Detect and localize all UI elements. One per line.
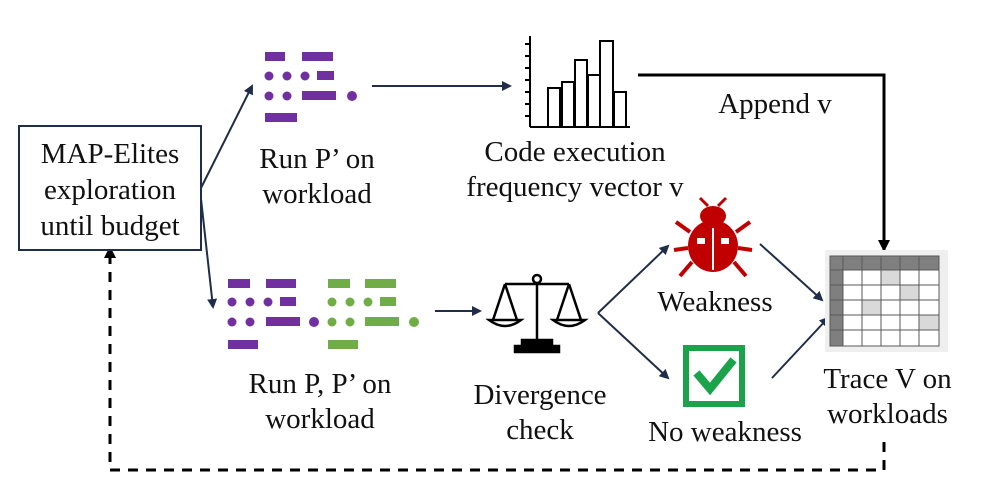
run-p-pprime-label-line1: Run P, P’ on: [248, 368, 392, 400]
code-freq-label-line1: Code execution: [484, 136, 666, 168]
run-p-pprime-label-line2: workload: [265, 403, 375, 435]
divergence-label-line2: check: [506, 414, 574, 446]
arrow-to-no-weakness: [597, 312, 670, 380]
no-weakness-label: No weakness: [648, 416, 802, 448]
bug-icon: [673, 196, 753, 278]
histogram-icon: [525, 36, 630, 128]
weakness-label: Weakness: [657, 286, 773, 318]
scale-icon: [485, 273, 589, 354]
arrow-weakness-to-trace: [759, 243, 824, 302]
arrow-to-weakness: [597, 244, 670, 314]
run-p-prime-label-line1: Run P’ on: [259, 143, 375, 175]
trace-label-line2: workloads: [827, 398, 948, 430]
code-icon-purple: [227, 279, 319, 349]
arrow-to-run-p-pprime: [199, 189, 218, 309]
map-elites-label-line2: exploration: [43, 174, 177, 206]
trace-label-line1: Trace V on: [823, 363, 952, 395]
checkmark-icon: [683, 345, 745, 407]
arrow-feedback-dashed: [104, 246, 886, 472]
arrow-no-weakness-to-trace: [771, 316, 830, 379]
arrows: [199, 81, 830, 380]
map-elites-box: [18, 125, 202, 251]
table-icon: [825, 250, 948, 352]
map-elites-label-line3: until budget: [40, 210, 180, 242]
divergence-label-line1: Divergence: [473, 379, 607, 411]
code-icon: [264, 52, 357, 122]
append-label: Append v: [718, 88, 832, 120]
arrow-to-run-p-prime: [199, 84, 253, 191]
code-freq-label-line2: frequency vector v: [466, 171, 684, 203]
code-icon-green: [327, 279, 419, 349]
run-p-prime-label-line2: workload: [262, 178, 372, 210]
map-elites-label-line1: MAP-Elites: [40, 138, 180, 170]
arrow-append: [638, 73, 890, 252]
